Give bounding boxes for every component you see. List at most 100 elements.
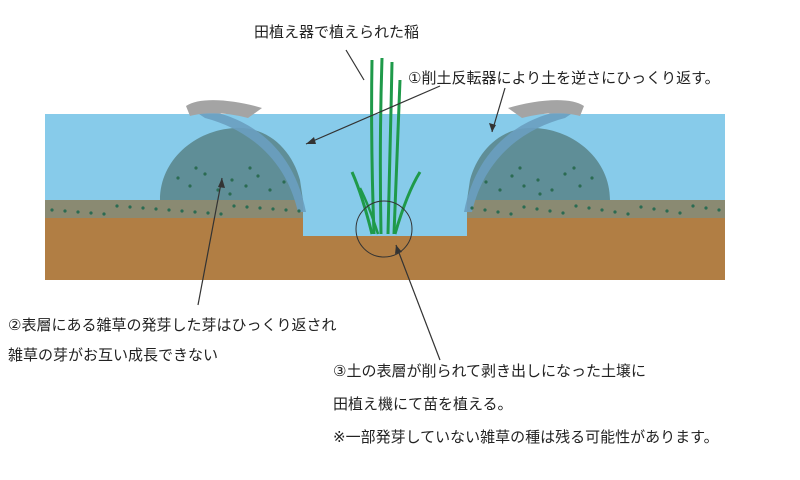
inverter-blade-right [464,108,580,212]
label-step2-line1: ②表層にある雑草の発芽した芽はひっくり返され [8,316,337,334]
weed-seed-dot [244,184,248,188]
weed-seed-dot [297,209,301,213]
weed-seed-dot [194,166,198,170]
inverter-blade-left [190,108,306,212]
label-step2-line2: 雑草の芽がお互い成長できない [8,346,219,364]
weed-seed-dot [522,205,526,209]
weed-seed-dot [102,212,106,216]
weed-seed-dot [188,184,192,188]
weed-seed-dot [206,211,210,215]
weed-seed-dot [538,192,542,196]
rice-leaf [393,171,422,235]
rice-leaf [358,187,380,235]
weed-seed-dot [498,188,502,192]
arrowhead-step2 [218,178,225,188]
arrowhead-step1-right [489,123,496,132]
rice-leaf [350,171,374,235]
label-rice-plant: 田植え器で植えられた稲 [254,23,420,41]
weed-seed-dot [176,176,180,180]
rice-leaf [386,61,394,235]
weed-seed-dot [522,184,526,188]
weed-seed-dot [678,211,682,215]
label-step3-line1: ③土の表層が削られて剥き出しになった土壌に [333,362,646,380]
pointer-line-step1-left [305,85,441,145]
weed-seed-dot [704,206,708,210]
weed-seed-dot [232,204,236,208]
weed-seed-dot [470,206,474,210]
water-in-trench [303,200,467,236]
weed-seed-dot [639,205,643,209]
weed-seed-dot [228,192,232,196]
weed-seed-dot [548,209,552,213]
weed-seed-dot [484,180,488,184]
weed-seed-dot [203,172,207,176]
weed-seed-dot [268,188,272,192]
weed-seed-dot [509,212,513,216]
pointer-line-step2 [197,177,223,306]
weed-seed-dot [128,205,132,209]
label-step1: ①削土反転器により土を逆さにひっくり返す。 [408,69,720,87]
weed-seed-dot [141,206,145,210]
weed-seed-dot [535,207,539,211]
arrowhead-step3 [395,245,402,254]
weed-seed-dot [590,176,594,180]
inverter-blade-right-tip [508,100,584,118]
weed-seed-dot [574,204,578,208]
weed-seed-dot [245,205,249,209]
weed-seed-dot [626,212,630,216]
weed-seed-dot [561,211,565,215]
weed-seed-dot [717,208,721,212]
weed-seed-dot [115,204,119,208]
weed-seed-dot [193,210,197,214]
weed-seed-dot [483,208,487,212]
weed-seed-dot [518,166,522,170]
weed-seed-dot [536,178,540,182]
weed-seed-dot [76,210,80,214]
topsoil-strip-right [467,200,725,218]
rice-plant [350,57,422,235]
weed-seed-dot [219,212,223,216]
weed-seed-dot [180,209,184,213]
pointer-line-rice [345,49,365,81]
rice-leaf [378,57,384,235]
weed-seed-dot [282,180,286,184]
weed-seeds [50,166,721,216]
rice-leaf [392,79,402,235]
weed-seed-dot [510,174,514,178]
weed-seed-dot [284,208,288,212]
weed-seed-dot [563,172,567,176]
trench-floor [303,236,467,280]
weed-seed-dot [587,206,591,210]
weed-seed-dot [600,208,604,212]
topsoil-strip-left [45,200,303,218]
weed-seed-dot [50,208,54,212]
weed-seed-dot [63,209,67,213]
weed-seed-dot [572,166,576,170]
weed-seed-dot [578,184,582,188]
label-step3-note: ※一部発芽していない雑草の種は残る可能性があります。 [333,428,719,446]
pointer-line-step3 [395,244,441,361]
weed-seed-dot [691,204,695,208]
water-layer [45,114,725,200]
weed-seed-dot [550,188,554,192]
weed-seed-dot [258,206,262,210]
weed-seed-dot [89,211,93,215]
weed-seed-dot [613,210,617,214]
label-step3-line2: 田植え機にて苗を植える。 [333,395,513,413]
weed-seed-dot [256,174,260,178]
weed-seed-dot [248,166,252,170]
weed-seed-dot [154,207,158,211]
weed-seed-dot [216,188,220,192]
rice-leaf [370,59,376,235]
weed-seed-dot [167,208,171,212]
weed-seed-dot [652,207,656,211]
root-highlight-circle [355,200,413,258]
weed-seed-dot [496,210,500,214]
weed-seed-dot [230,178,234,182]
arrowhead-step1-left [306,137,316,144]
inverter-blade-left-tip [186,100,262,118]
weed-seed-dot [665,209,669,213]
weed-seed-dot [271,207,275,211]
